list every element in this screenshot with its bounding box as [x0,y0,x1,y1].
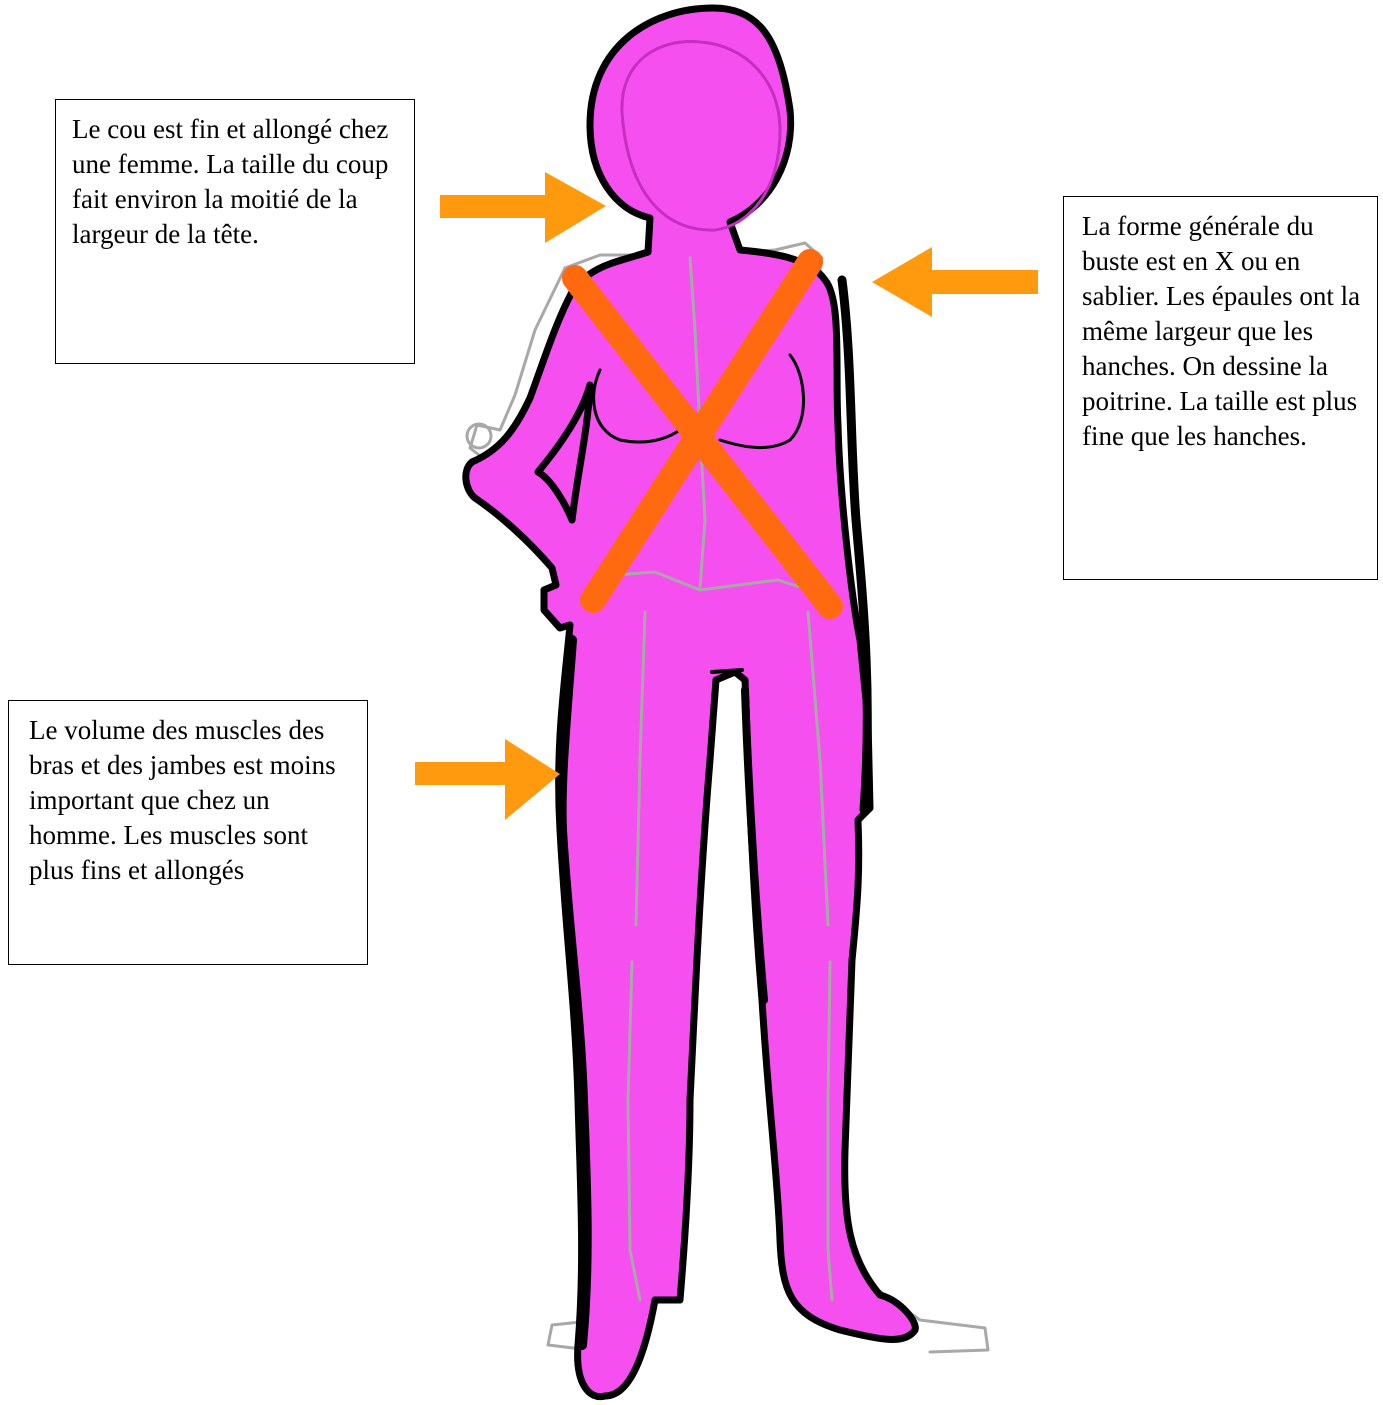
arrow-limbs [415,739,560,820]
note-limbs: Le volume des muscles des bras et des ja… [8,700,368,965]
sketch-left-elbow [467,424,491,448]
arrow-neck [440,172,606,243]
note-torso: La forme générale du buste est en X ou e… [1063,196,1378,580]
note-neck: Le cou est fin et allongé chez une femme… [55,99,415,364]
crotch-line [712,670,742,672]
arrow-torso [872,247,1038,317]
